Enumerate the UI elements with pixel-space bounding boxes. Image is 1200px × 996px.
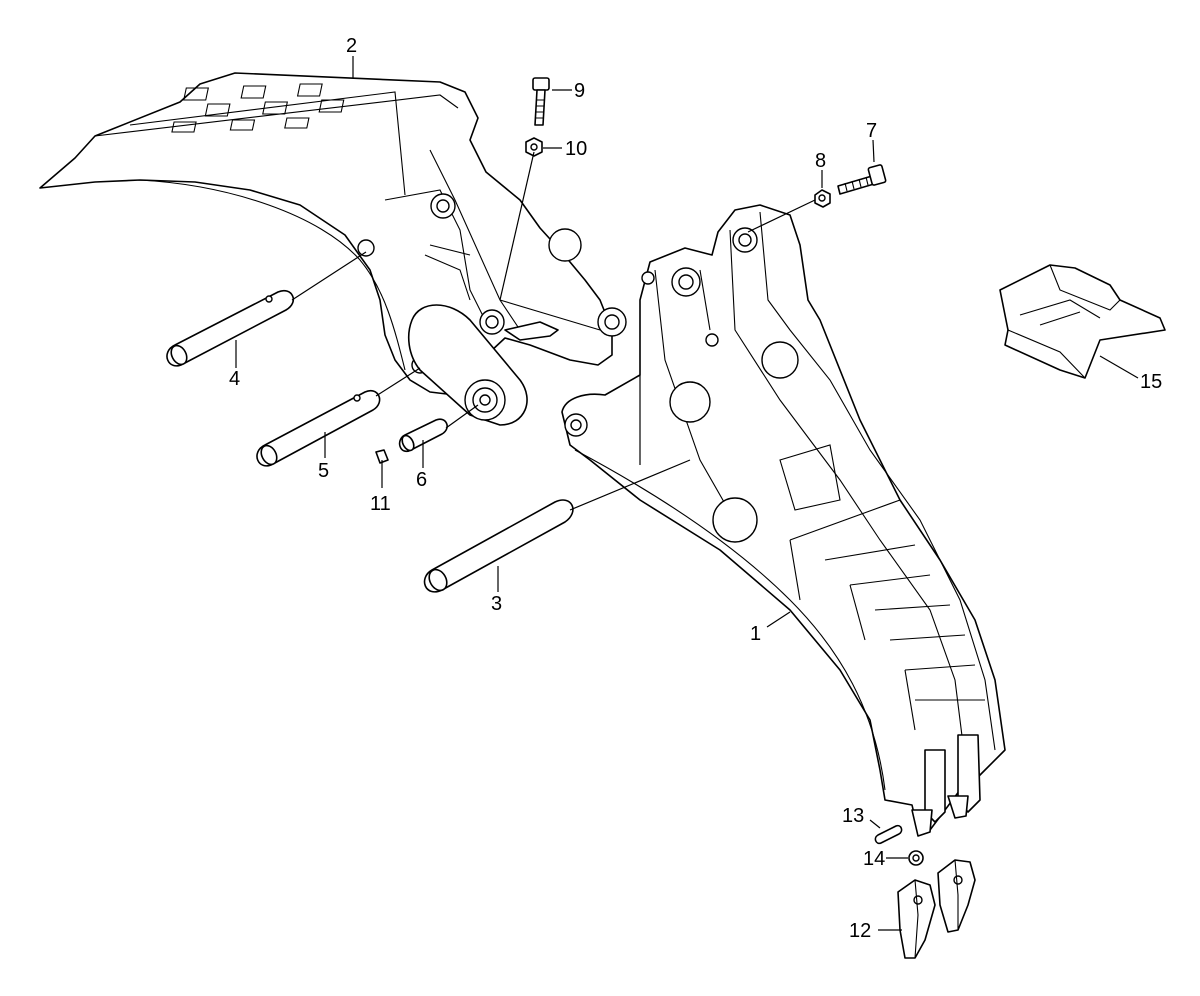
callout-1: 1 — [750, 623, 761, 645]
leader-lines — [235, 56, 1139, 931]
part-9-bolt — [532, 77, 550, 126]
part-1-lower-grab-arm — [561, 204, 1006, 837]
part-13-retaining-pin — [874, 824, 903, 845]
callout-6: 6 — [416, 469, 427, 491]
callout-3: 3 — [491, 593, 502, 615]
callout-15: 15 — [1140, 371, 1162, 393]
part-6-bushing — [398, 418, 448, 453]
part-5-pin — [256, 389, 381, 467]
part-2-upper-grab-arm — [39, 72, 627, 396]
callout-13: 13 — [842, 805, 864, 827]
part-3-long-pin — [423, 499, 574, 593]
part-15-clip — [999, 264, 1166, 379]
callout-11: 11 — [370, 493, 391, 515]
part-11-grease-nipple — [375, 449, 389, 464]
callout-2: 2 — [346, 35, 357, 57]
part-7-bolt — [837, 164, 887, 195]
part-12-teeth — [897, 859, 976, 959]
callout-14: 14 — [863, 848, 885, 870]
callout-labels: 1 2 3 4 5 6 7 8 9 10 11 12 13 14 15 — [229, 35, 1162, 942]
callout-8: 8 — [815, 150, 826, 172]
part-8-nut — [814, 189, 831, 208]
callout-4: 4 — [229, 368, 240, 390]
callout-7: 7 — [866, 120, 877, 142]
callout-5: 5 — [318, 460, 329, 482]
part-14-washer — [908, 850, 924, 866]
part-10-nut — [525, 137, 543, 157]
arm-slots — [171, 83, 345, 133]
part-4-pin — [166, 289, 295, 367]
callout-10: 10 — [565, 138, 587, 160]
link-plate — [407, 304, 528, 426]
callout-12: 12 — [849, 920, 871, 942]
callout-9: 9 — [574, 80, 585, 102]
